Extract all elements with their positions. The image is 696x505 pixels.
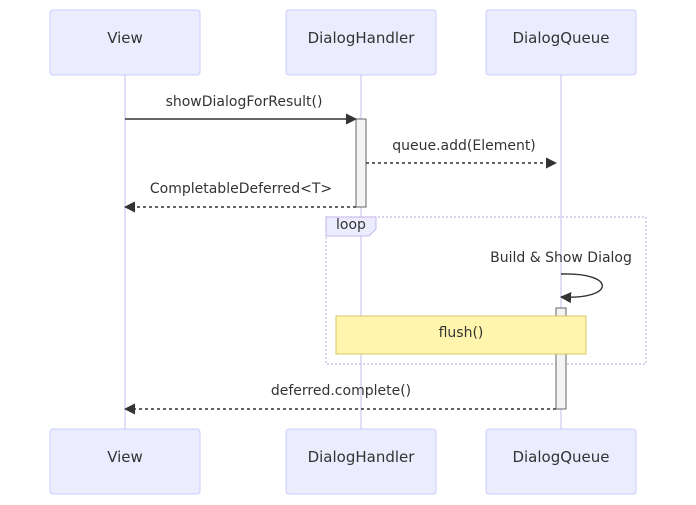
activation-dialoghandler xyxy=(355,118,367,208)
message-label: queue.add(Element) xyxy=(392,138,536,154)
loop-frame: loop xyxy=(325,216,647,365)
note-text: flush() xyxy=(439,325,484,341)
participant-dialogqueue-top: DialogQueue xyxy=(485,9,637,76)
participant-label: DialogQueue xyxy=(512,448,609,466)
participant-view-top: View xyxy=(49,9,201,76)
participant-label: View xyxy=(107,448,143,466)
message-queue-add: queue.add(Element) xyxy=(366,138,558,169)
message-completable-deferred: CompletableDeferred<T> xyxy=(123,181,356,213)
message-label: Build & Show Dialog xyxy=(490,250,632,266)
message-label: CompletableDeferred<T> xyxy=(150,181,332,197)
participant-label: DialogHandler xyxy=(308,448,416,466)
participant-dialoghandler-top: DialogHandler xyxy=(285,9,437,76)
message-label: showDialogForResult() xyxy=(166,94,323,110)
loop-label: loop xyxy=(336,217,366,233)
participant-dialogqueue-bottom: DialogQueue xyxy=(485,428,637,495)
participant-dialoghandler-bottom: DialogHandler xyxy=(285,428,437,495)
message-build-show-dialog: Build & Show Dialog xyxy=(490,250,632,304)
participant-label: View xyxy=(107,29,143,47)
activation-dialogqueue xyxy=(555,307,567,410)
message-deferred-complete: deferred.complete() xyxy=(123,383,556,415)
message-show-dialog-for-result: showDialogForResult() xyxy=(125,94,358,125)
participant-label: DialogQueue xyxy=(512,29,609,47)
participant-label: DialogHandler xyxy=(308,29,416,47)
message-label: deferred.complete() xyxy=(271,383,411,399)
participant-view-bottom: View xyxy=(49,428,201,495)
note-flush: flush() xyxy=(335,315,587,355)
